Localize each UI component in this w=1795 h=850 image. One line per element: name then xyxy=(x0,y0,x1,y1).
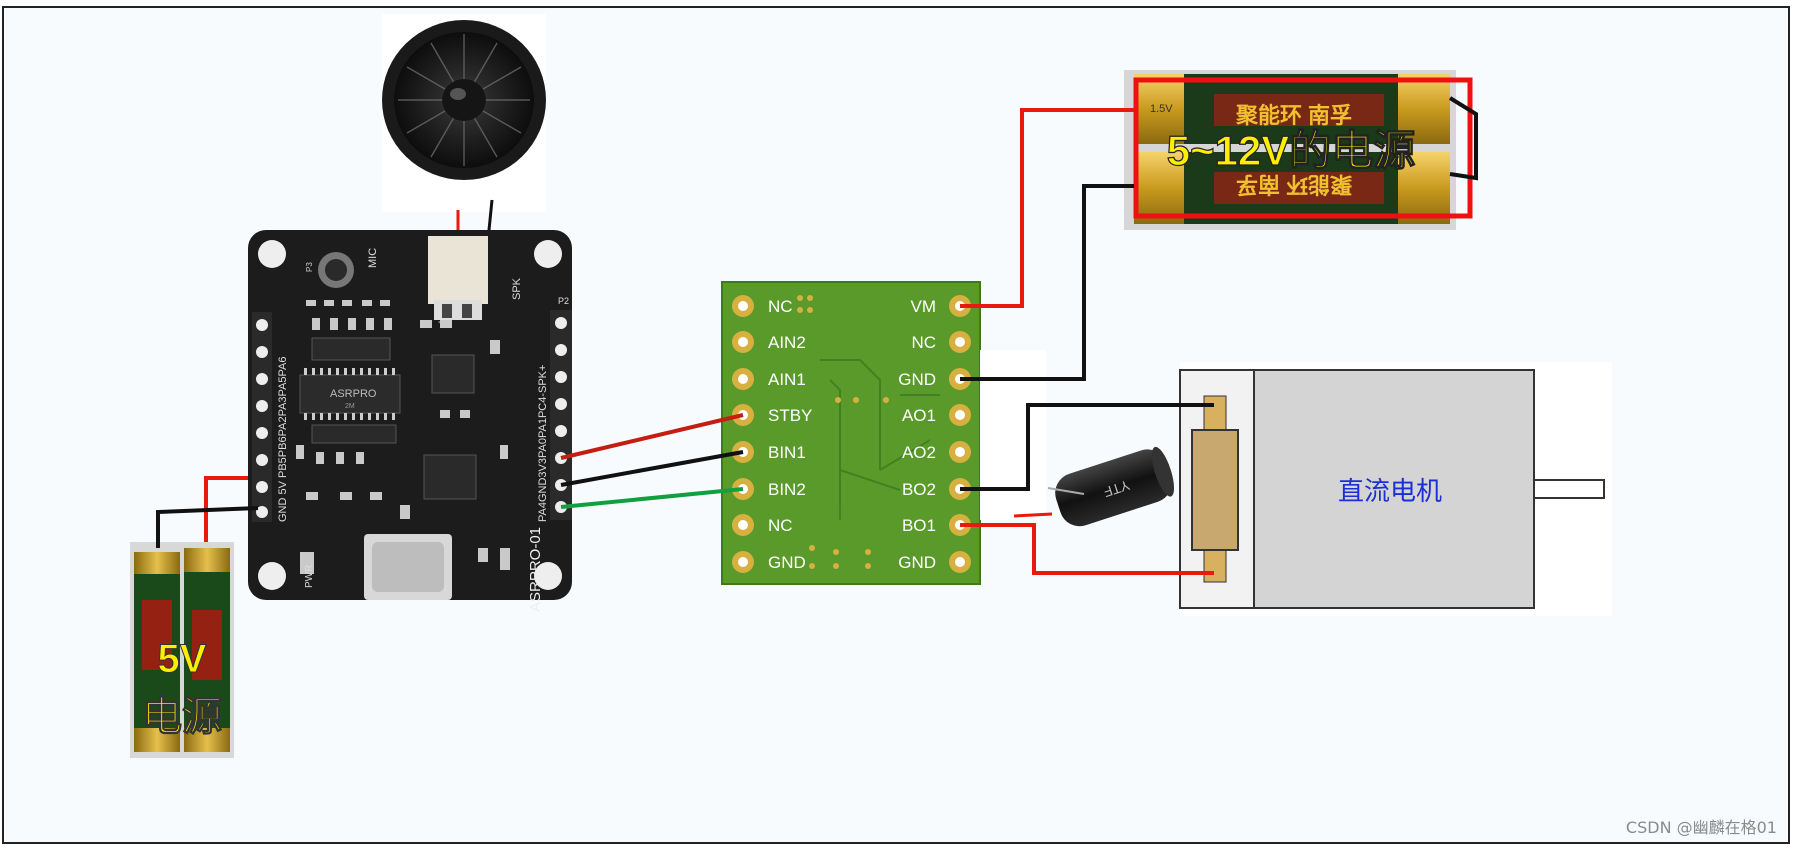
battery-highlight-box xyxy=(1133,77,1473,219)
pin-label-ain1: AIN1 xyxy=(768,370,806,389)
wire-vm-red xyxy=(960,108,1134,308)
svg-text:2M: 2M xyxy=(345,403,355,410)
battery-brand-bottom: 聚能环 南孚 xyxy=(1236,172,1353,197)
pin-label-stby: STBY xyxy=(768,406,812,425)
pin-label-left-gnd: GND xyxy=(768,553,806,572)
chip-label: ASRPRO xyxy=(330,388,377,400)
wire-bo2-black xyxy=(960,403,1214,491)
driver-right-pins xyxy=(949,295,971,573)
right-header-label: PA4GND3V3PA0PA1PC4-SPK+ xyxy=(537,365,549,522)
pin-label-ao2: AO2 xyxy=(902,443,936,462)
pwr-label: PWR xyxy=(304,565,315,588)
module-name: ASRPRO-01 xyxy=(527,527,544,612)
svg-text:1.5V: 1.5V xyxy=(1150,103,1173,115)
speaker-connector xyxy=(428,236,488,304)
wire-gnd-black xyxy=(960,184,1134,381)
pin-label-bin1: BIN1 xyxy=(768,443,806,462)
power-5v-label: 5V xyxy=(158,637,207,681)
left-header-label: GND 5V PB5PB6PA2PA3PA5PA6 xyxy=(277,357,289,523)
asrpro-chip xyxy=(299,374,401,414)
wire-bin2-green xyxy=(560,487,744,509)
pin-label-left-nc1: NC xyxy=(768,297,793,316)
wire-bo1-red xyxy=(960,523,1214,575)
battery-5v: 5V 电源 xyxy=(130,542,234,758)
battery-voltage-label: 5~12V的电源 xyxy=(1167,127,1416,174)
pin-label-right-nc: NC xyxy=(911,333,936,352)
wire-5v-black xyxy=(156,506,259,548)
watermark: CSDN @幽麟在格01 xyxy=(1625,818,1777,837)
speaker xyxy=(382,14,546,212)
pin-label-left-nc2: NC xyxy=(768,516,793,535)
pin-label-ao1: AO1 xyxy=(902,406,936,425)
capacitor: YTF xyxy=(1055,446,1175,527)
battery-brand-top: 聚能环 南孚 xyxy=(1235,103,1352,128)
pin-label-bin2: BIN2 xyxy=(768,480,806,499)
motor-label: 直流电机 xyxy=(1338,476,1442,506)
wire-bin1-black xyxy=(560,450,744,487)
dc-motor: 直流电机 xyxy=(1179,362,1612,616)
svg-text:P2: P2 xyxy=(558,296,569,306)
asrpro-module: MIC P3 + SPK ASRPRO 2M xyxy=(248,230,572,612)
pin-label-right-gnd2: GND xyxy=(898,553,936,572)
wire-5v-red xyxy=(204,476,248,542)
power-5v-sublabel: 电源 xyxy=(142,695,222,739)
spk-label: SPK xyxy=(511,277,523,300)
wire-stby-red xyxy=(560,413,744,460)
pin-label-bo1: BO1 xyxy=(902,516,936,535)
battery-5-12v: 1.5V 聚能环 南孚 聚能环 南孚 5~12V的电源 xyxy=(1124,70,1478,230)
motor-driver-board: NC AIN2 AIN1 STBY BIN1 BIN2 NC GND VM NC… xyxy=(721,281,1046,585)
pin-label-ain2: AIN2 xyxy=(768,333,806,352)
pin-label-right-gnd1: GND xyxy=(898,370,936,389)
svg-text:YTF: YTF xyxy=(1102,477,1132,500)
pin-label-vm: VM xyxy=(911,297,937,316)
svg-text:P3: P3 xyxy=(305,262,314,272)
pin-label-bo2: BO2 xyxy=(902,480,936,499)
mic-label: MIC xyxy=(367,248,379,268)
